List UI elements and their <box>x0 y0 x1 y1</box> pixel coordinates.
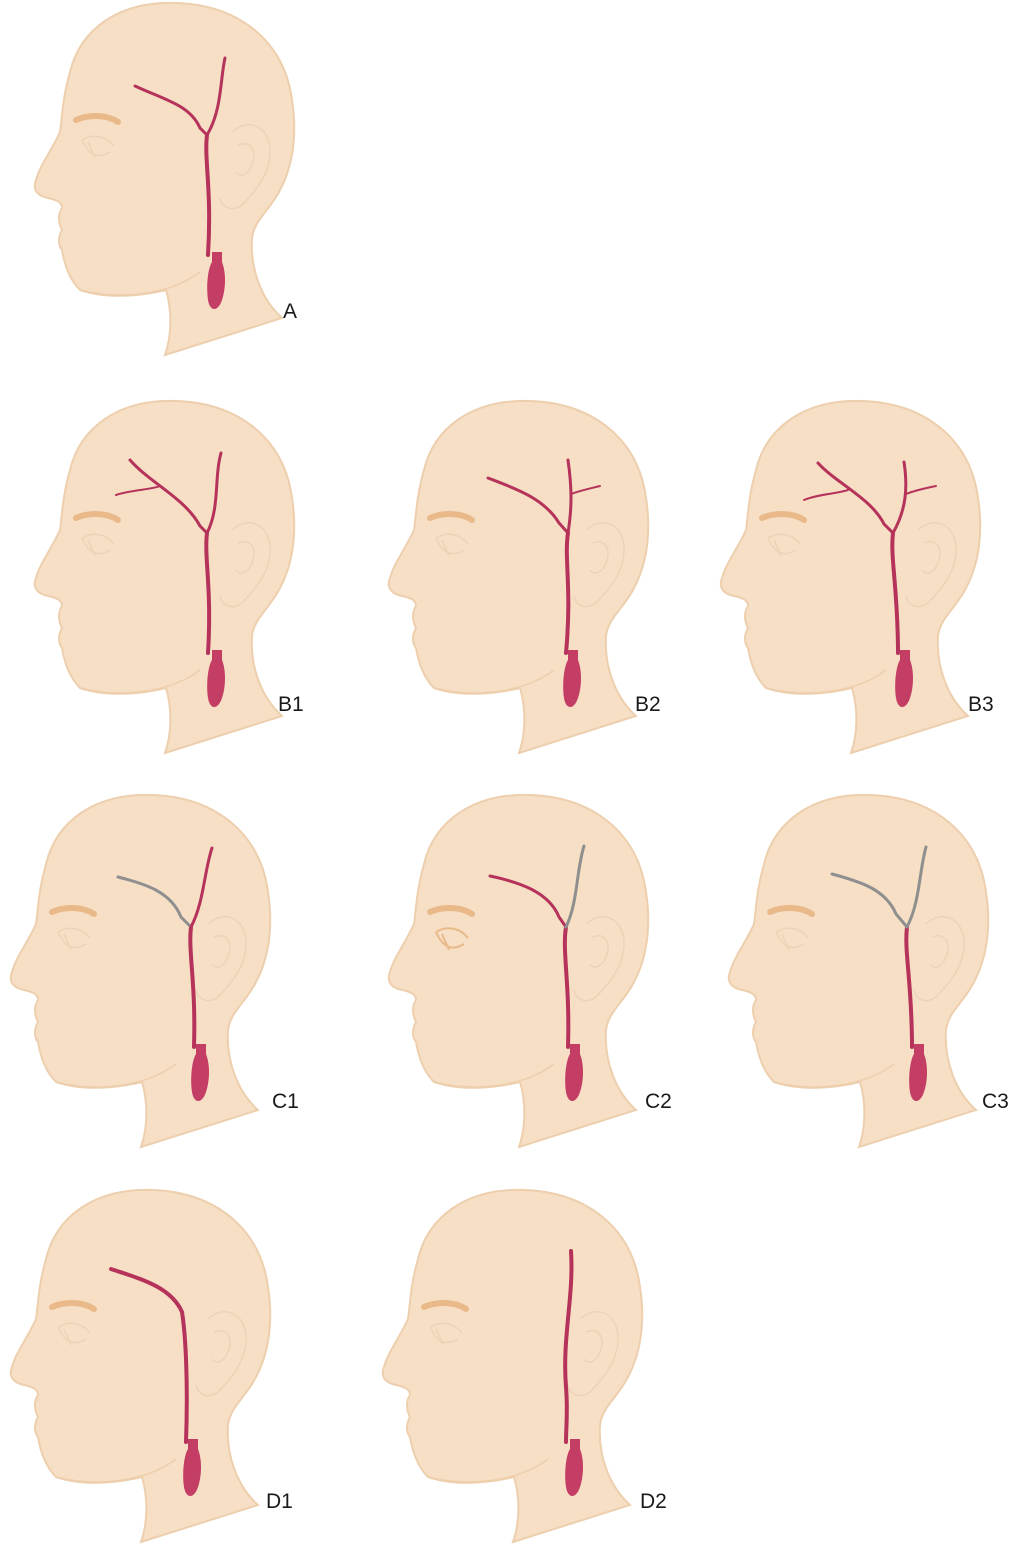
panel-D2: D2 <box>383 1190 667 1542</box>
panel-D1: D1 <box>11 1190 293 1542</box>
head-silhouette <box>11 795 270 1147</box>
common-trunk-artery <box>566 533 568 653</box>
head-silhouette <box>389 795 648 1147</box>
panel-A: A <box>35 3 297 355</box>
head-silhouette <box>721 401 980 753</box>
panel-label: C2 <box>645 1090 672 1113</box>
panel-B1: B1 <box>35 401 304 753</box>
head-silhouette <box>35 401 294 753</box>
panel-B2: B2 <box>389 401 661 753</box>
panel-B3: B3 <box>721 401 994 753</box>
head-silhouette <box>35 3 294 355</box>
panel-label: D2 <box>640 1490 667 1513</box>
panel-C1: C1 <box>11 795 299 1147</box>
head-silhouette <box>11 1190 270 1542</box>
panel-label: D1 <box>266 1490 293 1513</box>
panel-label: C3 <box>982 1090 1009 1113</box>
head-silhouette <box>729 795 988 1147</box>
head-silhouette <box>383 1190 642 1542</box>
panel-label: B1 <box>278 693 304 716</box>
panel-C3: C3 <box>729 795 1009 1147</box>
panel-label: A <box>283 300 297 323</box>
panel-C2: C2 <box>389 795 672 1147</box>
head-silhouette <box>389 401 648 753</box>
panel-label: C1 <box>272 1090 299 1113</box>
panel-label: B2 <box>635 693 661 716</box>
panel-label: B3 <box>968 693 994 716</box>
